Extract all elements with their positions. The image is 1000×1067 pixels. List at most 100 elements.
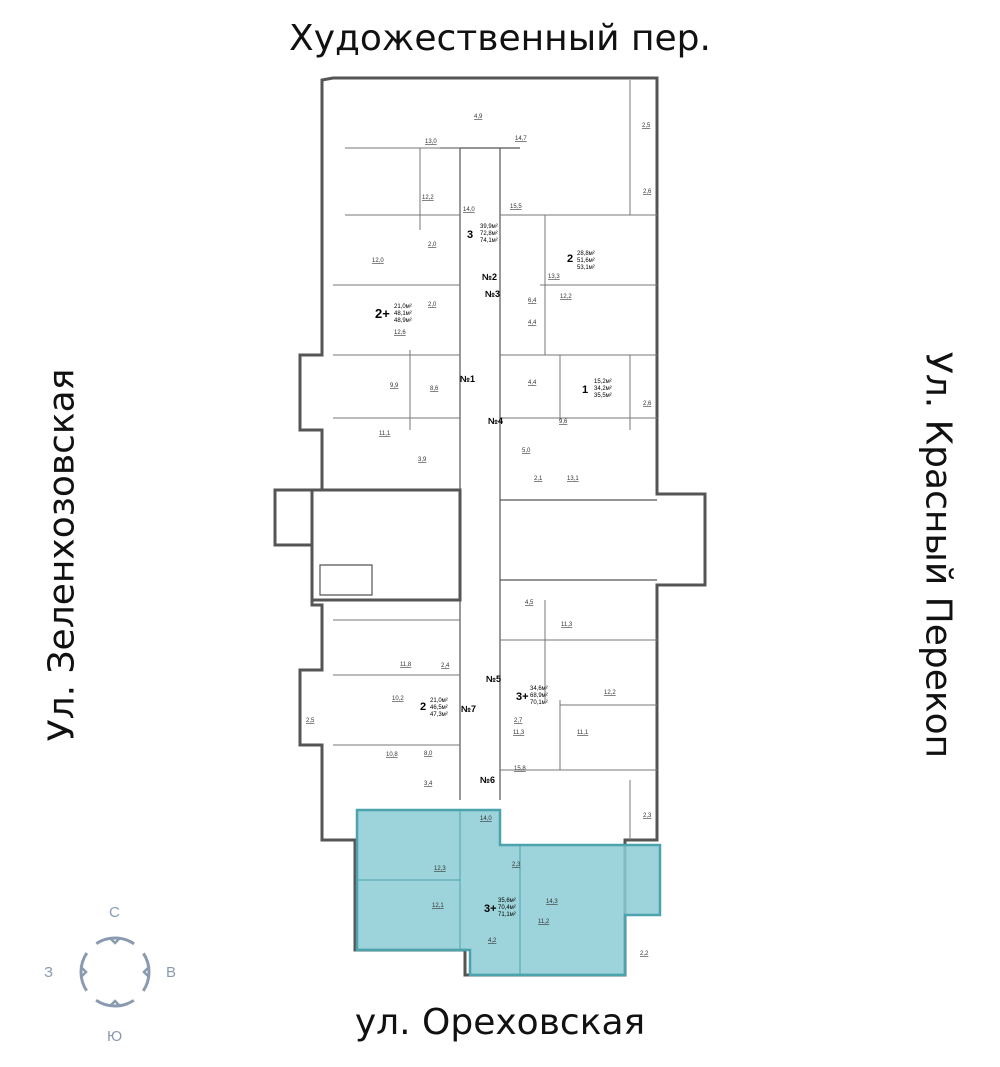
- room-area-label: 10,2: [392, 696, 404, 702]
- room-area-label: 15,5: [510, 204, 522, 210]
- room-area-label: 8,6: [430, 386, 439, 392]
- apt-1-rooms: 2+: [375, 306, 390, 321]
- room-area-label: 14,0: [480, 816, 492, 822]
- apt-3-rooms: 2: [567, 253, 573, 265]
- compass-ring: [79, 936, 151, 1008]
- room-area-label: 4,4: [528, 380, 537, 386]
- room-area-label: 2,0: [428, 302, 437, 308]
- building-outline: [273, 76, 707, 977]
- apt-7-rooms: 2: [420, 701, 426, 713]
- room-area-label: 11,3: [561, 622, 573, 628]
- room-area-label: 12,2: [422, 195, 434, 201]
- apt-7-area-1: 21,0м²: [430, 698, 448, 704]
- apt-1-area-2: 48,1м²: [394, 311, 412, 317]
- room-area-label: 12,3: [434, 866, 446, 872]
- room-area-label: 2,4: [441, 663, 450, 669]
- room-area-label: 11,2: [538, 919, 550, 925]
- room-area-label: 12,2: [604, 690, 616, 696]
- room-area-label: 13,3: [548, 274, 560, 280]
- room-area-label: 2,3: [643, 813, 652, 819]
- room-area-label: 13,0: [425, 139, 437, 145]
- compass-north: С: [109, 904, 120, 921]
- apartment-label-4: 1 15,2м² 34,2м² 35,5м² №4: [488, 379, 612, 426]
- apt-3-area-1: 28,8м²: [577, 251, 595, 257]
- apt-1-area-3: 48,9м²: [394, 318, 412, 324]
- room-area-label: 12,0: [372, 258, 384, 264]
- room-area-label: 14,0: [463, 207, 475, 213]
- room-area-label: 12,2: [560, 294, 572, 300]
- room-area-label: 6,4: [528, 298, 537, 304]
- room-area-label: 12,6: [394, 330, 406, 336]
- apt-7-area-2: 46,5м²: [430, 705, 448, 711]
- highlighted-apartment: [355, 808, 662, 977]
- apt-4-area-1: 15,2м²: [594, 379, 612, 385]
- room-area-label: 10,8: [386, 752, 398, 758]
- apt-3-area-3: 53,1м²: [577, 265, 595, 271]
- apartment-label-5: 3+ 34,6м² 68,9м² 70,1м² №5: [486, 674, 548, 706]
- room-area-label: 4,4: [528, 320, 537, 326]
- apt-2-area-1: 39,9м²: [480, 224, 498, 230]
- room-area-label: 11,8: [400, 662, 412, 668]
- street-name-bottom: ул. Ореховская: [354, 1002, 646, 1043]
- apt-4-area-3: 35,5м²: [594, 393, 612, 399]
- apt-1-number: №1: [460, 374, 475, 384]
- apt-5-rooms: 3+: [516, 691, 529, 703]
- apt-6-area-2: 70,4м²: [498, 905, 516, 911]
- partition-walls: [333, 80, 657, 840]
- apt-6-number: №6: [480, 775, 495, 785]
- apt-4-number: №4: [488, 416, 503, 426]
- compass-tick-south: [109, 999, 121, 1007]
- cross-corridor: [500, 499, 657, 581]
- room-area-label: 3,4: [424, 781, 433, 787]
- apt-2-area-3: 74,1м²: [480, 238, 498, 244]
- room-area-label: 4,5: [525, 600, 534, 606]
- apartment-label-1: 2+ 21,0м² 48,1м² 48,9м² №1: [375, 304, 475, 384]
- apt-7-number: №7: [461, 704, 476, 714]
- apt-6-area-1: 35,6м²: [498, 898, 516, 904]
- stair-core: [310, 488, 462, 602]
- room-area-label: 2,6: [643, 189, 652, 195]
- elevator: [319, 564, 373, 596]
- room-area-label: 2,5: [642, 123, 651, 129]
- room-area-label: 12,1: [432, 903, 444, 909]
- compass-tick-north: [109, 937, 121, 945]
- room-area-label: 2,1: [534, 476, 543, 482]
- apartment-label-7: 2 21,0м² 46,5м² 47,3м² №7: [420, 698, 476, 718]
- room-area-label: 5,0: [522, 448, 531, 454]
- compass-tick-west: [80, 966, 88, 978]
- apt-1-area-1: 21,0м²: [394, 304, 412, 310]
- room-area-label: 2,7: [514, 718, 523, 724]
- room-area-label: 9,6: [559, 419, 568, 425]
- room-area-label: 15,8: [514, 766, 526, 772]
- room-area-label: 13,1: [567, 476, 579, 482]
- apt-2-number: №2: [482, 272, 497, 282]
- apt-5-area-1: 34,6м²: [530, 686, 548, 692]
- compass-tick-east: [142, 966, 150, 978]
- apt-5-area-2: 68,9м²: [530, 693, 548, 699]
- apt-4-area-2: 34,2м²: [594, 386, 612, 392]
- apt-5-area-3: 70,1м²: [530, 700, 548, 706]
- compass: С Ю З В: [44, 904, 176, 1045]
- apartment-label-2: 3 39,9м² 72,8м² 74,1м² №2: [467, 224, 498, 282]
- apt-7-area-3: 47,3м²: [430, 712, 448, 718]
- apt-5-number: №5: [486, 674, 501, 684]
- room-area-label: 2,0: [428, 242, 437, 248]
- room-area-label: 9,9: [390, 383, 399, 389]
- room-area-label: 2,2: [640, 951, 649, 957]
- apt-3-number: №3: [485, 289, 500, 299]
- room-area-label: 4,9: [474, 114, 483, 120]
- room-area-label: 14,7: [515, 136, 527, 142]
- compass-west: З: [44, 964, 53, 981]
- apt-2-rooms: 3: [467, 229, 473, 241]
- apt-4-rooms: 1: [582, 384, 588, 396]
- room-area-label: 11,1: [379, 431, 391, 437]
- room-area-label: 2,6: [643, 401, 652, 407]
- street-name-top: Художественный пер.: [289, 18, 711, 59]
- room-area-label: 14,3: [546, 899, 558, 905]
- apt-6-area-3: 71,1м²: [498, 912, 516, 918]
- room-area-label: 11,1: [577, 730, 589, 736]
- apartment-label-3: 2 28,8м² 51,6м² 53,1м² №3: [485, 251, 595, 299]
- room-area-label: 2,5: [306, 718, 315, 724]
